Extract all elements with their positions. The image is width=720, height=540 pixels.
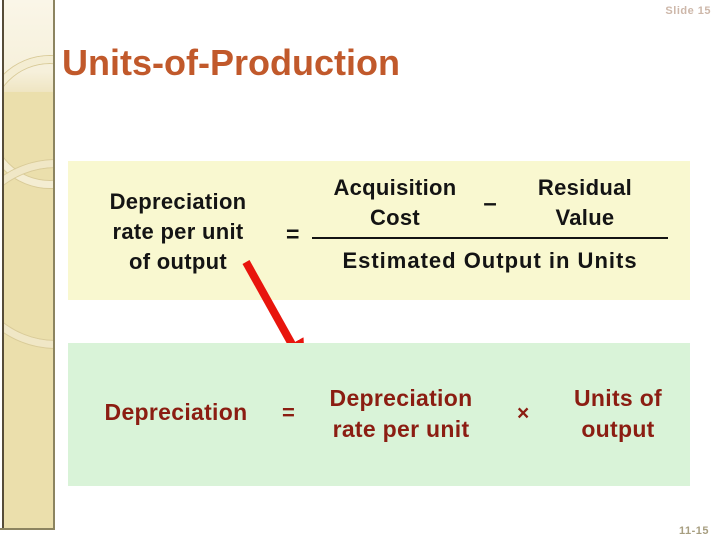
depreciation-formula-box: Depreciation = Depreciation rate per uni…: [68, 343, 690, 486]
sidebar-decoration: [0, 0, 55, 530]
units-of-output-factor: Units of output: [548, 383, 688, 445]
rate-formula-box: Depreciation rate per unit of output = A…: [68, 161, 690, 300]
rate-equals-sign: =: [286, 221, 300, 247]
circle-ornament-bottom: [0, 160, 55, 348]
acquisition-line1: Acquisition: [333, 175, 457, 200]
rate-formula-lhs: Depreciation rate per unit of output: [76, 187, 280, 277]
multiplication-sign: ×: [517, 402, 530, 425]
rate-numerator: Acquisition Cost – Residual Value: [312, 173, 668, 233]
factor1-line1: Depreciation: [329, 385, 473, 411]
factor2-line2: output: [581, 416, 655, 442]
sidebar-edge-left-line: [2, 0, 4, 530]
slide-number-bottom: 11-15: [678, 525, 709, 537]
slide-number-top: Slide 15: [665, 5, 711, 17]
sidebar-edge-highlight: [0, 0, 2, 530]
residual-line2: Value: [555, 205, 615, 230]
acquisition-line2: Cost: [369, 205, 421, 230]
sidebar-edge-right-line: [53, 0, 55, 530]
rate-lhs-line3: of output: [129, 249, 227, 274]
factor1-line2: rate per unit: [332, 416, 470, 442]
acquisition-cost-term: Acquisition Cost: [316, 173, 474, 233]
residual-line1: Residual: [537, 175, 633, 200]
rate-lhs-line2: rate per unit: [112, 219, 244, 244]
sidebar-edge-bottom-line: [0, 528, 55, 530]
rate-per-unit-factor: Depreciation rate per unit: [313, 383, 489, 445]
depreciation-lhs: Depreciation: [104, 399, 248, 425]
fraction-bar: [312, 237, 668, 239]
factor2-line1: Units of: [574, 385, 662, 411]
depreciation-equals-sign: =: [282, 400, 295, 425]
rate-denominator: Estimated Output in Units: [342, 248, 638, 273]
red-arrow: [242, 260, 305, 368]
rate-fraction: Acquisition Cost – Residual Value Estima…: [312, 173, 668, 274]
minus-sign: –: [483, 190, 497, 217]
rate-lhs-line1: Depreciation: [109, 189, 247, 214]
residual-value-term: Residual Value: [506, 173, 664, 233]
page-title: Units-of-Production: [62, 42, 400, 83]
